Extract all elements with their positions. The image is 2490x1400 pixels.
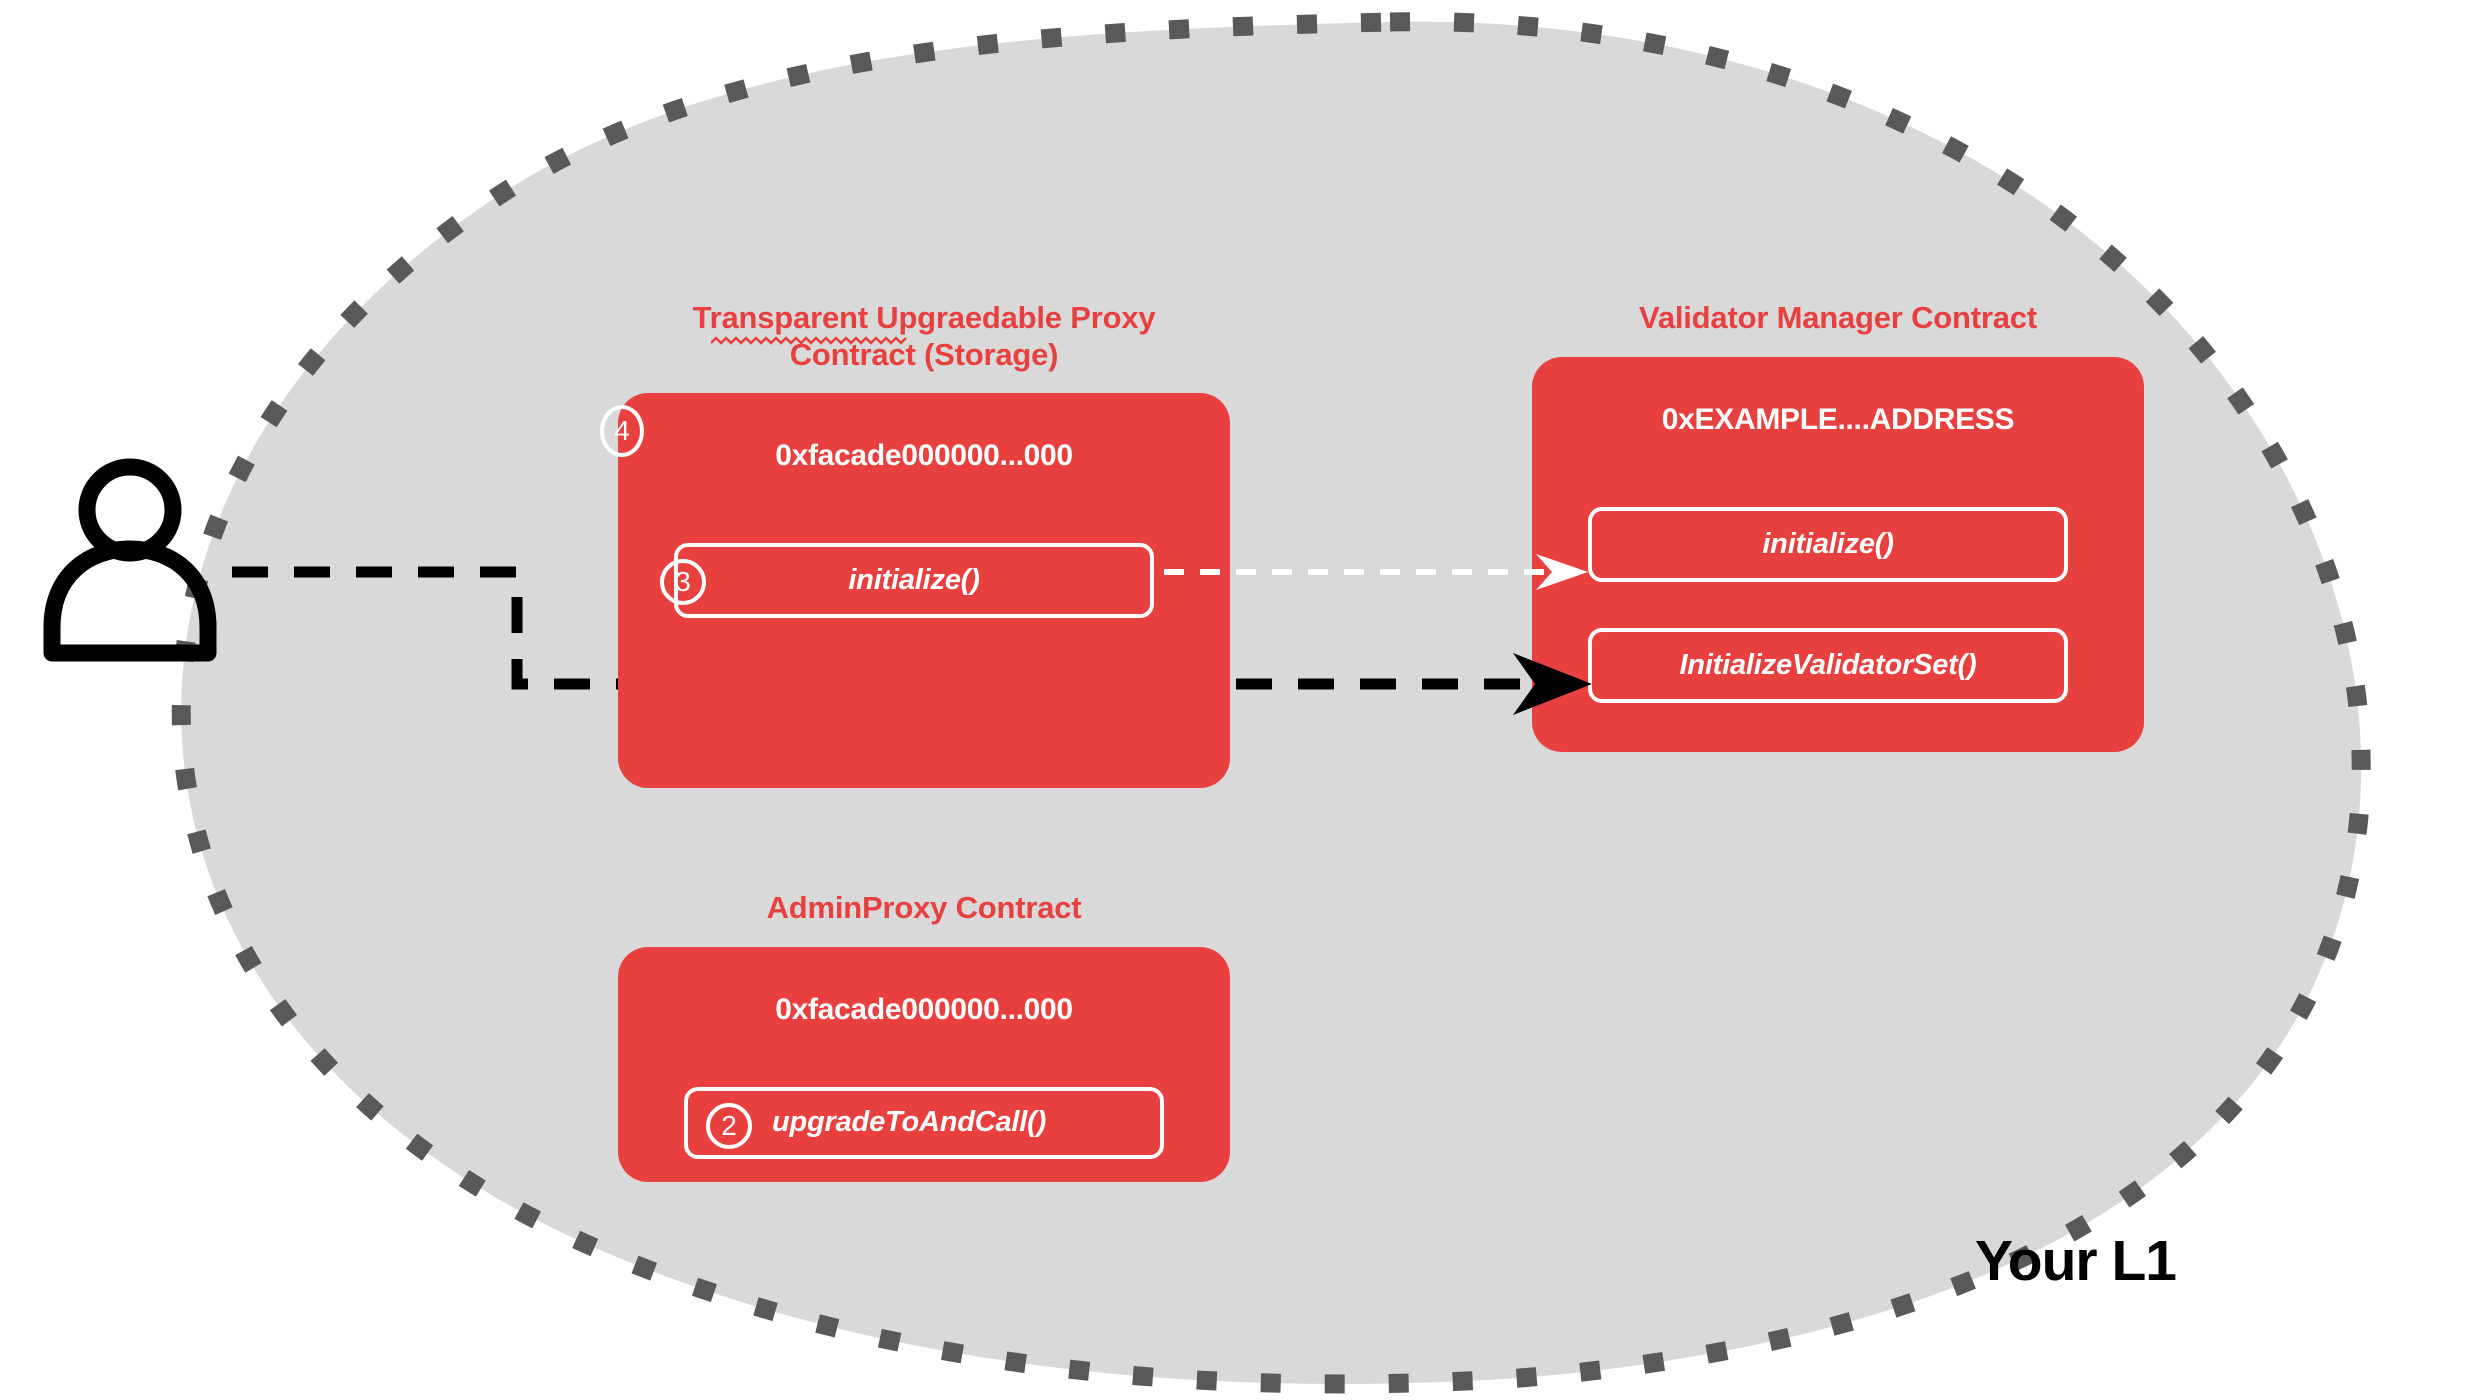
contract-address: 0xfacade000000...000 (775, 439, 1073, 473)
group-validator-manager: Validator Manager Contract 0xEXAMPLE....… (1532, 300, 2144, 752)
method-label: initialize() (1762, 527, 1894, 560)
contract-card-transparent-proxy[interactable]: 0xfacade000000...000 3 initialize() 4 (600, 393, 1230, 789)
contract-address: 0xEXAMPLE....ADDRESS (1661, 402, 2015, 436)
contract-card-validator-manager[interactable]: 0xEXAMPLE....ADDRESS initialize() Initia… (1532, 356, 2144, 752)
contract-card-admin-proxy[interactable]: 0xfacade000000...000 2 upgradeToAndCall(… (618, 946, 1230, 1182)
group-title-transparent-proxy: Transparent Upgraedable Proxy Contract (… (618, 300, 1230, 373)
group-title-admin-proxy: AdminProxy Contract (766, 890, 1082, 925)
method-pill-upgrade-to-and-call[interactable]: 2 upgradeToAndCall() (684, 1086, 1164, 1159)
group-title-line2: Contract (Storage) (789, 336, 1059, 372)
contract-address: 0xfacade000000...000 (775, 992, 1073, 1026)
method-pill-initialize[interactable]: initialize() (1588, 506, 2068, 582)
method-label: InitializeValidatorSet() (1679, 648, 1977, 681)
method-pill-initialize-validator-set[interactable]: InitializeValidatorSet() (1588, 627, 2068, 703)
step-badge-4: 4 (600, 405, 644, 458)
group-title-validator-manager: Validator Manager Contract (1639, 300, 2037, 335)
group-transparent-proxy: Transparent Upgraedable Proxy Contract (… (600, 300, 1230, 789)
region-label-your-l1: Your L1 (1975, 1229, 2177, 1293)
method-pill-initialize[interactable]: 3 initialize() (660, 543, 1154, 619)
method-label: initialize() (848, 564, 980, 597)
method-label: upgradeToAndCall() (772, 1106, 1047, 1139)
group-title-line1: Transparent Upgraedable Proxy (692, 300, 1156, 335)
step-badge-2: 2 (706, 1102, 752, 1149)
spellcheck-squiggle-icon (711, 336, 907, 345)
group-admin-proxy: AdminProxy Contract 0xfacade000000...000… (618, 890, 1230, 1182)
step-badge-3: 3 (660, 559, 706, 606)
user-icon (43, 458, 217, 662)
